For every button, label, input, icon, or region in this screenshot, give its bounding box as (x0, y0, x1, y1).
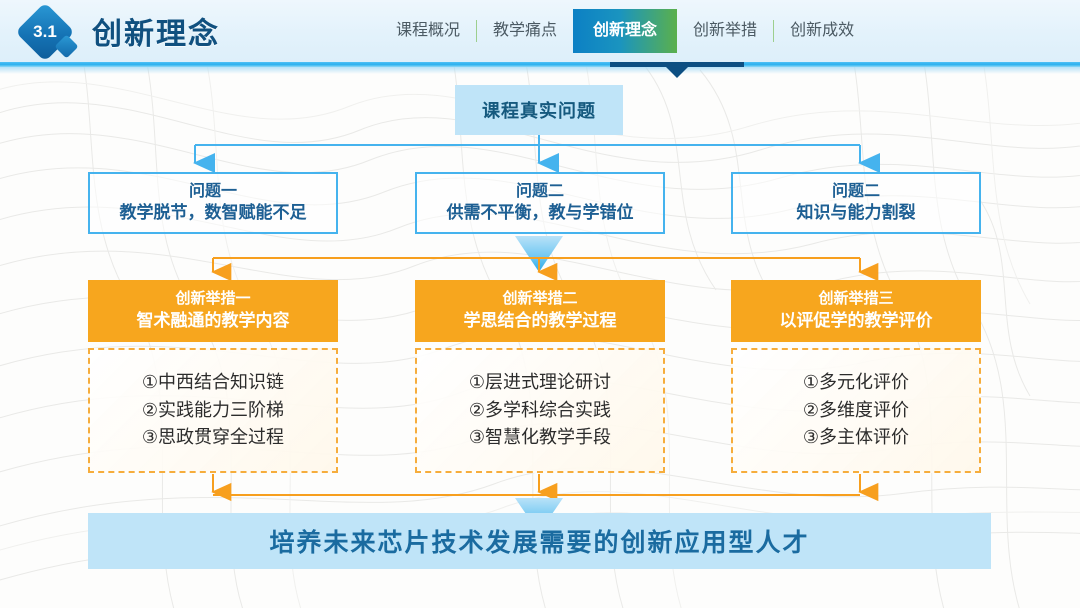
measure-column-2: 创新举措二 学思结合的教学过程 ①层进式理论研讨 ②多学科综合实践 ③智慧化教学… (415, 280, 665, 473)
header-divider-glow (0, 67, 1080, 74)
problem-3-title: 问题二 (831, 182, 880, 200)
problem-1-title: 问题一 (188, 182, 237, 200)
measure-3-item-3: ③多主体评价 (802, 427, 910, 448)
problem-node-1: 问题一 教学脱节，数智赋能不足 (88, 172, 338, 234)
tab-innovation-concept[interactable]: 创新理念 (573, 9, 678, 53)
active-tab-pointer-icon (666, 67, 688, 78)
measure-column-1: 创新举措一 智术融通的教学内容 ①中西结合知识链 ②实践能力三阶梯 ③思政贯穿全… (88, 280, 338, 473)
problem-node-2: 问题二 供需不平衡，教与学错位 (415, 172, 665, 234)
measure-1-item-2: ②实践能力三阶梯 (141, 399, 285, 420)
measure-3-item-2: ②多维度评价 (802, 399, 910, 420)
problem-2-detail: 供需不平衡，教与学错位 (446, 203, 634, 223)
section-number-badge: 3.1 (15, 2, 84, 62)
tab-separator (773, 20, 775, 42)
measure-2-items: ①层进式理论研讨 ②多学科综合实践 ③智慧化教学手段 (415, 348, 665, 473)
measure-1-item-3: ③思政贯穿全过程 (141, 427, 285, 448)
measure-2-header: 创新举措二 学思结合的教学过程 (415, 280, 665, 342)
measure-3-items: ①多元化评价 ②多维度评价 ③多主体评价 (731, 348, 981, 473)
tab-innovation-measures[interactable]: 创新举措 (693, 22, 758, 39)
goal-banner: 培养未来芯片技术发展需要的创新应用型人才 (88, 513, 991, 569)
tab-course-overview[interactable]: 课程概况 (396, 22, 461, 39)
badge-number-label: 3.1 (33, 22, 57, 41)
problem-node-3: 问题二 知识与能力割裂 (731, 172, 981, 234)
problem-1-detail: 教学脱节，数智赋能不足 (119, 203, 307, 223)
measure-2-item-3: ③智慧化教学手段 (468, 427, 612, 448)
measure-3-title: 创新举措三 (818, 290, 894, 308)
measure-3-header: 创新举措三 以评促学的教学评价 (731, 280, 981, 342)
measure-2-title: 创新举措二 (502, 290, 578, 308)
measure-1-header: 创新举措一 智术融通的教学内容 (88, 280, 338, 342)
measure-3-item-1: ①多元化评价 (802, 371, 910, 392)
measure-2-item-2: ②多学科综合实践 (468, 399, 612, 420)
problem-2-title: 问题二 (515, 182, 564, 200)
measure-1-item-1: ①中西结合知识链 (141, 371, 285, 392)
section-tabs[interactable]: 课程概况 教学痛点 创新理念 创新举措 创新成效 (380, 0, 870, 62)
root-node-real-course-problems: 课程真实问题 (455, 85, 623, 135)
measure-2-item-1: ①层进式理论研讨 (468, 371, 612, 392)
page-title: 创新理念 (92, 18, 220, 51)
measure-column-3: 创新举措三 以评促学的教学评价 ①多元化评价 ②多维度评价 ③多主体评价 (731, 280, 981, 473)
measure-3-subtitle: 以评促学的教学评价 (779, 310, 933, 330)
problem-3-detail: 知识与能力割裂 (796, 203, 916, 223)
measure-2-subtitle: 学思结合的教学过程 (463, 310, 617, 330)
measure-1-title: 创新举措一 (175, 290, 251, 308)
tab-innovation-results[interactable]: 创新成效 (790, 22, 855, 39)
tab-teaching-pain-points[interactable]: 教学痛点 (493, 22, 558, 39)
measure-1-items: ①中西结合知识链 ②实践能力三阶梯 ③思政贯穿全过程 (88, 348, 338, 473)
measure-1-subtitle: 智术融通的教学内容 (136, 310, 290, 330)
